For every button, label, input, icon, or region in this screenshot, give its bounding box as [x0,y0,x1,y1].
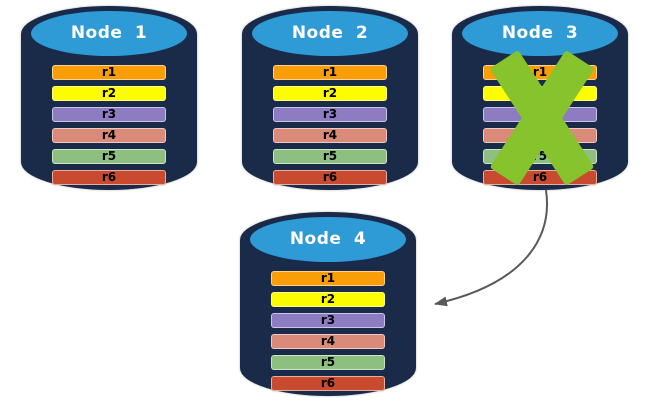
row-r1-label: r1 [320,271,336,285]
row-r5-label: r5 [320,355,336,369]
row-r2: r2 [483,86,597,101]
row-r5: r5 [483,149,597,164]
node-2-cap: Node 2 [252,11,408,56]
row-r5: r5 [271,355,385,370]
row-r2: r2 [52,86,166,101]
node-1-rows: r1 r2 r3 r4 r5 r6 [52,65,166,191]
row-r3: r3 [271,313,385,328]
row-r3-label: r3 [320,313,336,327]
row-r5: r5 [52,149,166,164]
row-r1-label: r1 [322,65,338,79]
row-r4-label: r4 [322,128,338,142]
row-r2-label: r2 [101,86,117,100]
row-r2-label: r2 [532,86,548,100]
node-4-title: Node 4 [289,228,367,249]
row-r6-label: r6 [320,376,336,390]
row-r2-label: r2 [320,292,336,306]
arrow-curve [434,189,548,307]
row-r4: r4 [483,128,597,143]
row-r6-label: r6 [532,170,548,184]
node-2-title: Node 2 [291,22,369,43]
row-r3-label: r3 [101,107,117,121]
row-r4: r4 [271,334,385,349]
row-r1: r1 [52,65,166,80]
row-r1: r1 [271,271,385,286]
node-4: Node 4 r1 r2 r3 r4 r5 r6 [240,212,416,396]
row-r1: r1 [483,65,597,80]
row-r3: r3 [273,107,387,122]
row-r3-label: r3 [532,107,548,121]
row-r6-label: r6 [322,170,338,184]
row-r1: r1 [273,65,387,80]
row-r6: r6 [271,376,385,391]
row-r5-label: r5 [101,149,117,163]
node-1-cap: Node 1 [31,11,187,56]
node-4-rows: r1 r2 r3 r4 r5 r6 [271,271,385,397]
row-r2-label: r2 [322,86,338,100]
node-1: Node 1 r1 r2 r3 r4 r5 r6 [21,6,197,190]
row-r4-label: r4 [101,128,117,142]
row-r1-label: r1 [101,65,117,79]
row-r4: r4 [273,128,387,143]
row-r6: r6 [483,170,597,185]
row-r6-label: r6 [101,170,117,184]
row-r5-label: r5 [322,149,338,163]
row-r1-label: r1 [532,65,548,79]
row-r5: r5 [273,149,387,164]
node-3: Node 3 r1 r2 r3 r4 r5 r6 [452,6,628,190]
node-2: Node 2 r1 r2 r3 r4 r5 r6 [242,6,418,190]
node-3-rows: r1 r2 r3 r4 r5 r6 [483,65,597,191]
row-r6: r6 [52,170,166,185]
row-r6: r6 [273,170,387,185]
row-r3-label: r3 [322,107,338,121]
node-3-cap: Node 3 [462,11,618,56]
row-r4-label: r4 [532,128,548,142]
row-r3: r3 [483,107,597,122]
node-2-rows: r1 r2 r3 r4 r5 r6 [273,65,387,191]
row-r3: r3 [52,107,166,122]
node-1-title: Node 1 [70,22,148,43]
row-r4-label: r4 [320,334,336,348]
row-r2: r2 [273,86,387,101]
row-r2: r2 [271,292,385,307]
node-3-title: Node 3 [501,22,579,43]
row-r4: r4 [52,128,166,143]
row-r5-label: r5 [532,149,548,163]
node-4-cap: Node 4 [250,217,406,262]
